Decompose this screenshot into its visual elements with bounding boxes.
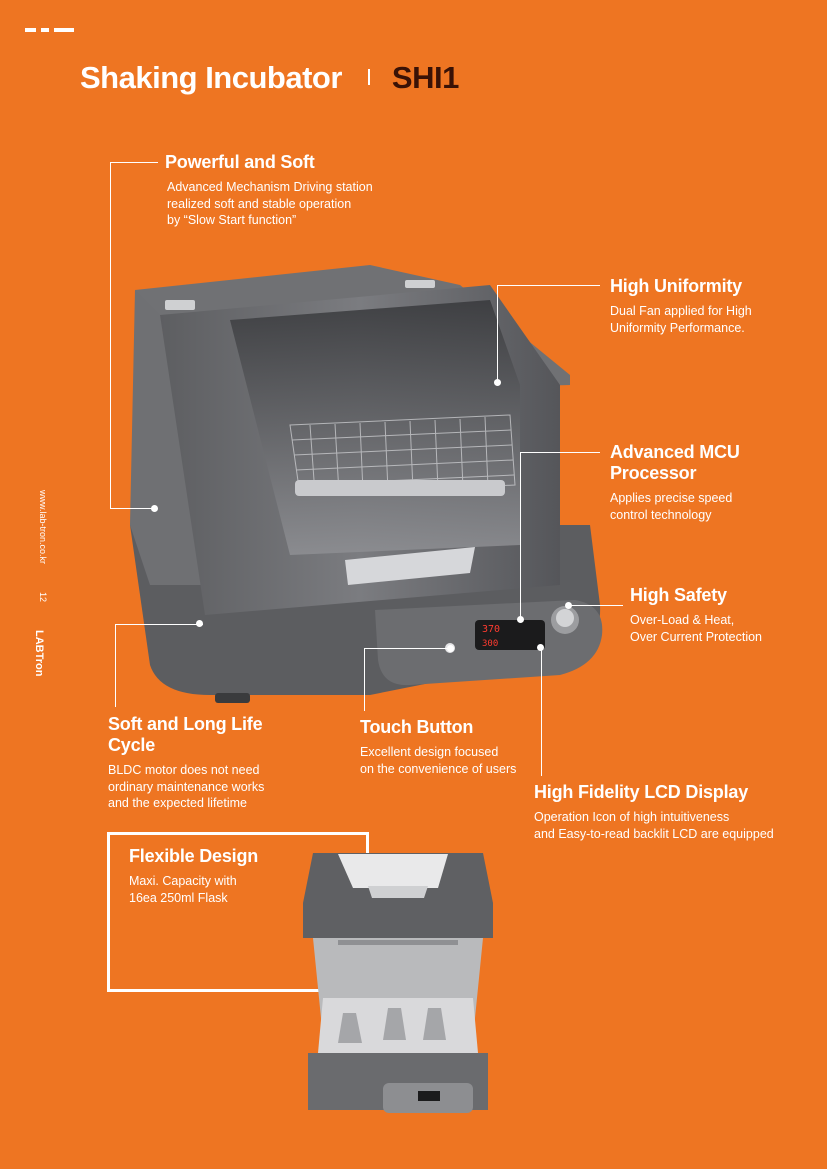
- feature-mcu-processor: Advanced MCU Processor Applies precise s…: [610, 442, 740, 523]
- connector-dot-uniformity: [494, 379, 501, 386]
- connector-powerful-v: [110, 162, 111, 508]
- feature-powerful-soft: Powerful and Soft Advanced Mechanism Dri…: [165, 152, 373, 229]
- page-title: Shaking Incubator SHI1: [80, 60, 459, 96]
- feature-text: Operation Icon of high intuitiveness and…: [534, 810, 774, 841]
- connector-uniformity-v: [497, 285, 498, 382]
- feature-text: Excellent design focused on the convenie…: [360, 745, 517, 776]
- feature-high-uniformity: High Uniformity Dual Fan applied for Hig…: [610, 276, 752, 336]
- feature-title: Powerful and Soft: [165, 152, 315, 172]
- connector-dot-lcd: [537, 644, 544, 651]
- connector-dot-touch: [447, 645, 454, 652]
- feature-text: BLDC motor does not need ordinary mainte…: [108, 763, 265, 810]
- connector-dot-safety: [565, 602, 572, 609]
- title-separator: [367, 69, 370, 85]
- connector-mcu: [520, 452, 600, 453]
- feature-title: Soft and Long Life Cycle: [108, 714, 263, 755]
- connector-dot-powerful: [151, 505, 158, 512]
- feature-title: High Safety: [630, 585, 727, 605]
- feature-flexible-design: Flexible Design Maxi. Capacity with 16ea…: [129, 846, 258, 906]
- model-name: SHI1: [391, 60, 459, 95]
- feature-touch-button: Touch Button Excellent design focused on…: [360, 717, 516, 777]
- incubator-illustration: 370 300: [130, 265, 603, 703]
- header-dash-3: [54, 28, 74, 32]
- connector-touch-v: [364, 648, 365, 711]
- connector-powerful-h2: [110, 508, 155, 509]
- side-page-number: 12: [38, 592, 48, 603]
- feature-lcd-display: High Fidelity LCD Display Operation Icon…: [534, 782, 774, 842]
- connector-longlife-v: [115, 624, 116, 707]
- header-dash-1: [25, 28, 36, 32]
- feature-text: Maxi. Capacity with 16ea 250ml Flask: [129, 874, 237, 905]
- feature-long-life: Soft and Long Life Cycle BLDC motor does…: [108, 714, 264, 812]
- feature-high-safety: High Safety Over-Load & Heat, Over Curre…: [630, 585, 762, 645]
- open-incubator-illustration: [303, 853, 493, 1113]
- feature-text: Applies precise speed control technology: [610, 491, 733, 522]
- feature-text: Dual Fan applied for High Uniformity Per…: [610, 304, 752, 335]
- product-name: Shaking Incubator: [80, 60, 342, 95]
- side-url: www.lab-tron.co.kr: [38, 490, 48, 565]
- connector-lcd: [541, 648, 542, 776]
- display-line-2: 300: [482, 639, 498, 649]
- connector-touch: [364, 648, 451, 649]
- feature-title: Touch Button: [360, 717, 474, 737]
- side-brand: LABTron: [33, 630, 45, 677]
- display-line-1: 370: [482, 624, 500, 635]
- connector-uniformity: [497, 285, 600, 286]
- connector-dot-longlife: [196, 620, 203, 627]
- connector-longlife: [115, 624, 203, 625]
- feature-title: High Uniformity: [610, 276, 742, 296]
- feature-title: High Fidelity LCD Display: [534, 782, 749, 802]
- connector-mcu-v: [520, 452, 521, 620]
- feature-text: Over-Load & Heat, Over Current Protectio…: [630, 613, 762, 644]
- connector-powerful: [110, 162, 158, 163]
- feature-title: Advanced MCU Processor: [610, 442, 740, 483]
- connector-safety: [568, 605, 623, 606]
- feature-title: Flexible Design: [129, 846, 259, 866]
- feature-text: Advanced Mechanism Driving station reali…: [167, 180, 373, 227]
- header-dash-2: [41, 28, 49, 32]
- connector-dot-mcu: [517, 616, 524, 623]
